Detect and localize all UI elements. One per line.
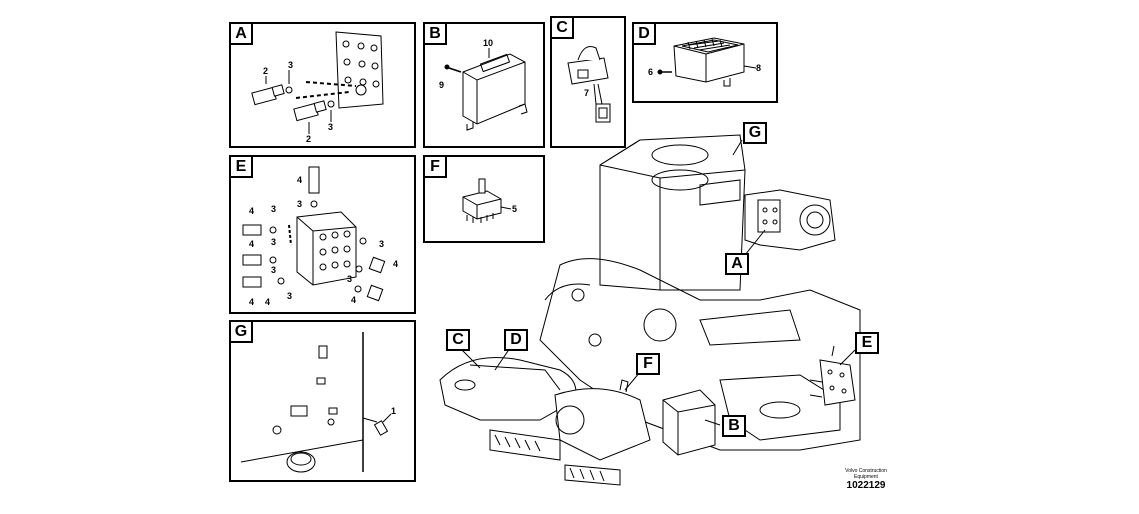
panel-f-letter: F <box>425 157 447 178</box>
panel-a-label: 2 <box>263 66 268 76</box>
panel-e-label: 4 <box>351 295 356 305</box>
panel-e-label: 3 <box>271 204 276 214</box>
panel-d-label: 6 <box>648 67 653 77</box>
panel-e-label: 3 <box>297 199 302 209</box>
panel-b-label: 9 <box>439 80 444 90</box>
pump-assembly <box>744 189 836 251</box>
panel-b-letter: B <box>425 24 447 45</box>
panel-d-label: 8 <box>756 63 761 73</box>
panel-c-label: 7 <box>584 88 589 98</box>
panel-a-label: 3 <box>288 60 293 70</box>
valve-block <box>809 345 856 406</box>
drawing-number: 1022129 <box>846 480 886 491</box>
drawing-footer: Volvo Construction Equipment 1022129 <box>820 468 912 492</box>
panel-d: D 6 8 <box>632 22 778 103</box>
footer-company-line2: Equipment <box>854 474 878 480</box>
panel-e-label: 3 <box>287 291 292 301</box>
panel-e-label: 3 <box>271 237 276 247</box>
panel-f-label: 5 <box>512 204 517 214</box>
panel-a-drawing: 2 3 3 2 <box>251 31 384 144</box>
callout-b-main: B <box>722 415 746 437</box>
upper-frame <box>599 134 746 291</box>
panel-b: B 10 9 <box>423 22 545 148</box>
panel-g-label: 1 <box>391 406 396 416</box>
panel-f: F 5 <box>423 155 545 243</box>
footer-company-line1: Volvo Construction <box>845 468 887 474</box>
panel-e-label: 4 <box>249 239 254 249</box>
panel-g-letter: G <box>231 322 253 343</box>
panel-g-drawing: 1 <box>240 332 396 473</box>
panel-e-label: 4 <box>265 297 270 307</box>
panel-e-letter: E <box>231 157 253 178</box>
panel-c-drawing: 7 <box>567 46 611 123</box>
panel-b-label: 10 <box>483 38 493 48</box>
panel-a-letter: A <box>231 24 253 45</box>
panel-d-drawing: 6 8 <box>648 37 761 87</box>
panel-e-label: 3 <box>347 274 352 284</box>
panel-e-drawing: 4 3 4 3 4 3 4 3 3 4 3 4 3 4 <box>242 166 398 307</box>
panel-e-label: 4 <box>393 259 398 269</box>
panel-e-label: 4 <box>249 297 254 307</box>
panel-d-letter: D <box>634 24 656 45</box>
callout-c-main: C <box>446 329 470 351</box>
panel-e-label: 4 <box>297 175 302 185</box>
panel-e-label: 4 <box>249 206 254 216</box>
panel-f-drawing: 5 <box>462 178 517 223</box>
callout-a-main: A <box>725 253 749 275</box>
callout-e-main: E <box>855 332 879 354</box>
callout-f-main: F <box>636 353 660 375</box>
callout-leaders <box>459 139 856 426</box>
panel-e-label: 3 <box>379 239 384 249</box>
ecu-box <box>662 389 716 456</box>
operator-console <box>439 357 651 486</box>
panel-a-label: 2 <box>306 134 311 144</box>
panel-g: G 1 <box>229 320 416 482</box>
chassis <box>539 258 861 451</box>
panel-a-label: 3 <box>328 122 333 132</box>
panel-e-label: 3 <box>271 265 276 275</box>
panel-a: A 2 3 3 2 <box>229 22 416 148</box>
callout-d-main: D <box>504 329 528 351</box>
panel-c-letter: C <box>552 18 574 39</box>
panel-c: C 7 <box>550 16 626 148</box>
panel-b-drawing: 10 9 <box>439 38 528 131</box>
callout-g-main: G <box>743 122 767 144</box>
panel-e: E 4 3 4 3 4 3 4 3 3 4 3 4 3 4 <box>229 155 416 314</box>
